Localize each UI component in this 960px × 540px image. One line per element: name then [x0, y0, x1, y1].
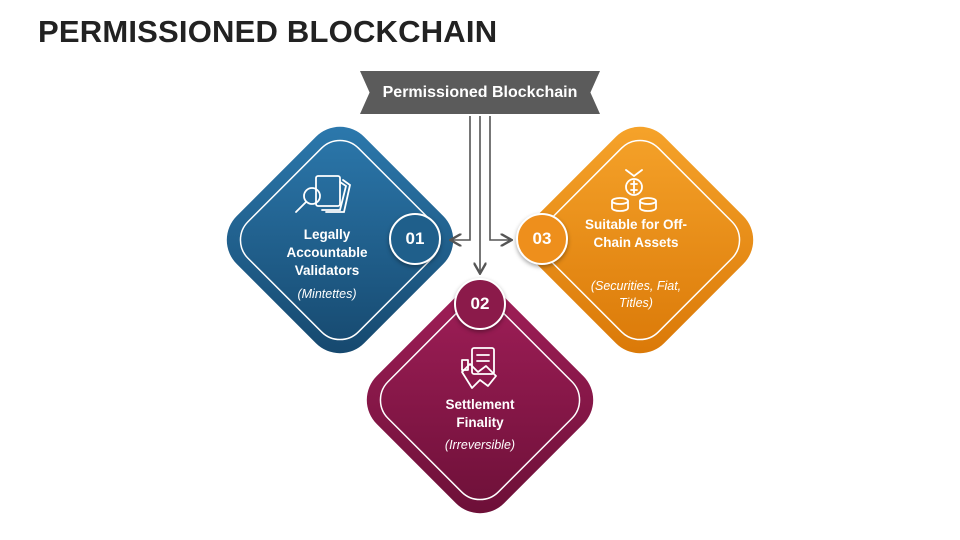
- badge-01: 01: [389, 213, 441, 265]
- diamond-01: [226, 126, 454, 354]
- page-title: PERMISSIONED BLOCKCHAIN: [38, 14, 498, 49]
- item-03-sublabel: (Securities, Fiat, Titles): [590, 279, 682, 310]
- item-01-sublabel: (Mintettes): [297, 287, 357, 301]
- diamond-03: [526, 126, 754, 354]
- connector-to-01: [452, 116, 471, 240]
- diamond-02: [366, 286, 594, 514]
- coin-stack-icon: [611, 169, 657, 212]
- badge-03: 03: [516, 213, 568, 265]
- handshake-contract-icon: [461, 347, 497, 389]
- connector-to-03: [489, 116, 510, 240]
- center-label-box: Permissioned Blockchain: [360, 71, 600, 114]
- badge-02: 02: [454, 278, 506, 330]
- item-01-label: Legally Accountable Validators: [286, 227, 368, 278]
- item-03-label: Suitable for Off-Chain Assets: [585, 217, 687, 250]
- document-search-icon: [295, 175, 352, 213]
- item-02-sublabel: (Irreversible): [444, 438, 516, 452]
- item-02-label: Settlement Finality: [445, 397, 515, 430]
- connector-lines: [452, 116, 510, 272]
